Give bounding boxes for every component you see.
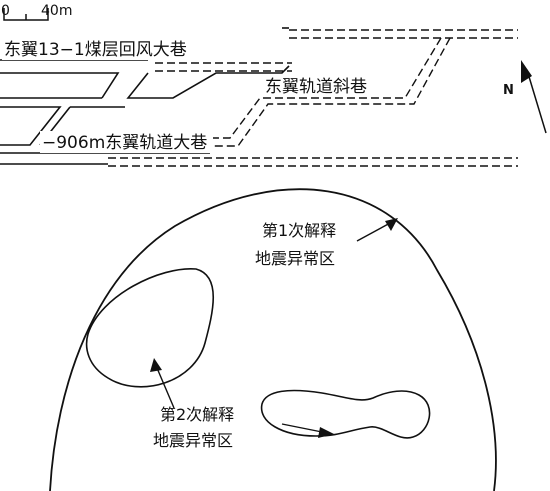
scale-bar: 0 40m	[1, 3, 72, 21]
track-roadway-label: −906m东翼轨道大巷	[42, 133, 207, 153]
second-anomaly-callout: 第2次解释 地震异常区	[150, 358, 334, 450]
scale-bar-distance: 40m	[41, 3, 72, 19]
scale-bar-line	[3, 8, 49, 21]
north-arrow-head	[521, 60, 532, 83]
planned-tunnels	[108, 29, 518, 167]
north-label: N	[503, 83, 514, 98]
north-arrow-shaft	[526, 69, 547, 134]
return-airway-label-backing	[2, 38, 238, 60]
track-roadway-label-backing	[40, 131, 210, 153]
first-anomaly-arrow-shaft	[356, 221, 393, 242]
second-anomaly-label-line1: 第2次解释	[160, 405, 234, 424]
second-anomaly-east-boundary	[260, 389, 431, 439]
track-incline-label-backing	[262, 75, 388, 97]
scale-bar-zero: 0	[1, 3, 10, 19]
first-anomaly-label-line2: 地震异常区	[255, 249, 335, 268]
first-anomaly-arrow-head	[385, 218, 398, 231]
first-anomaly-label-line1: 第1次解释	[262, 221, 336, 240]
planned-incline-wall-a	[213, 37, 442, 139]
second-anomaly-arrow-east-shaft	[281, 423, 323, 433]
second-anomaly-arrow-west-head	[150, 358, 162, 372]
second-anomaly-arrow-east-head	[318, 427, 334, 438]
return-airway-branch	[126, 65, 290, 99]
return-airway-label: 东翼13−1煤层回风大巷	[4, 40, 187, 60]
first-anomaly-callout: 第1次解释 地震异常区	[255, 218, 398, 268]
planned-incline-wall-b	[213, 37, 451, 147]
track-incline-label: 东翼轨道斜巷	[265, 77, 367, 97]
second-anomaly-arrow-west-shaft	[156, 367, 175, 409]
upper-cross-cut-wall	[0, 106, 62, 146]
return-airway-bottom-wall	[0, 72, 120, 99]
second-anomaly-west-boundary	[85, 268, 215, 388]
second-anomaly-label-line2: 地震异常区	[153, 431, 233, 450]
north-arrow: N	[503, 60, 547, 134]
first-anomaly-boundary	[49, 188, 497, 491]
